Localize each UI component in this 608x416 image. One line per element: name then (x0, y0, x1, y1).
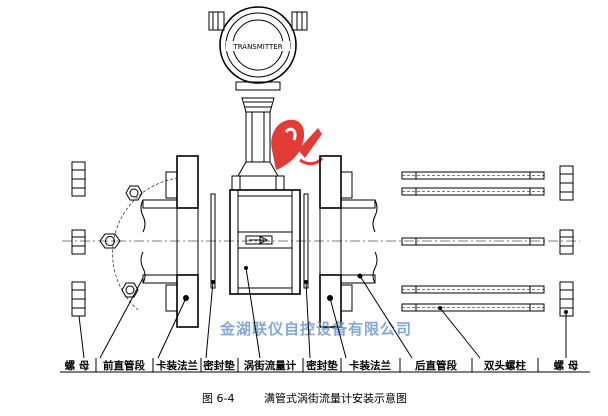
meter-neck (231, 97, 285, 191)
bolt-circle-arc (112, 177, 179, 311)
stud-bolt-icon (401, 285, 545, 294)
rear-straight-pipe (340, 199, 378, 284)
nut-icon (559, 281, 574, 317)
nut-icon (559, 165, 574, 201)
hex-nut-icon (125, 185, 143, 201)
stud-bolt-icon (401, 303, 545, 312)
label-stud-bolt: 双头螺柱 (483, 359, 526, 372)
right-clamp-flange (319, 155, 353, 328)
company-watermark: 金湖联仪自控设备有限公司 (219, 320, 412, 338)
label-gasket-left: 密封垫 (203, 359, 235, 372)
nut-icon (71, 229, 86, 255)
stud-bolt-icon (401, 187, 545, 196)
label-dividers (95, 358, 539, 372)
hex-nut-icon (99, 233, 121, 249)
flow-direction-arrow-icon (249, 235, 269, 245)
label-front-pipe: 前直管段 (103, 359, 145, 372)
figure-title: 满管式涡街流量计安装示意图 (264, 391, 407, 405)
left-clamp-flange (165, 155, 199, 328)
vortex-flowmeter: TRANSMITTER (208, 6, 324, 295)
label-vortex-meter: 涡街流量计 (244, 359, 297, 372)
transmitter-label: TRANSMITTER (232, 43, 282, 51)
label-gasket-right: 密封垫 (306, 359, 338, 372)
stud-bolt-icon (401, 171, 545, 180)
label-rear-pipe: 后直管段 (415, 359, 457, 372)
leader-lines (78, 267, 567, 359)
left-nut-column (71, 161, 86, 317)
hex-nut-icon (121, 282, 139, 298)
nut-icon (71, 161, 86, 197)
stud-bolt-group (401, 171, 545, 312)
label-clamp-flange-left: 卡装法兰 (156, 359, 198, 372)
front-straight-pipe (140, 199, 178, 284)
label-nut-left: 螺 母 (65, 359, 90, 372)
transmitter-head: TRANSMITTER (208, 6, 308, 91)
label-clamp-flange-right: 卡装法兰 (349, 359, 391, 372)
red-logo-icon (271, 119, 324, 170)
meter-body (229, 189, 301, 295)
stud-bolt-icon (401, 237, 545, 246)
nut-icon (559, 229, 574, 255)
figure-number: 图 6-4 (202, 392, 234, 405)
label-nut-right: 螺 母 (554, 359, 579, 372)
nut-icon (71, 281, 86, 317)
